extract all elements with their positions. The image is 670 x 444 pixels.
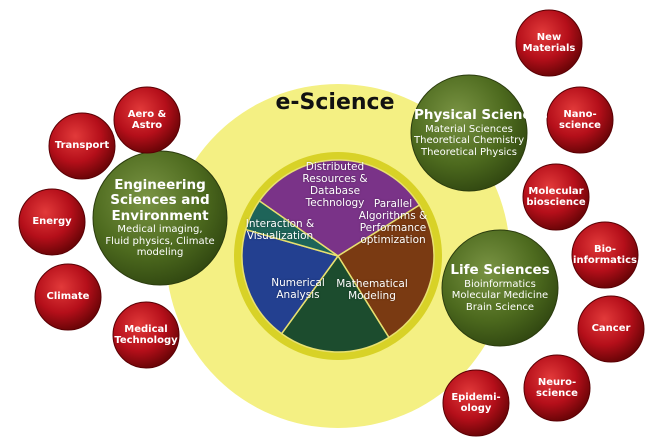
pie-slice-label-line: Parallel: [373, 198, 413, 210]
pie-slice-label-line: Resources &: [302, 173, 368, 186]
application-label-line: Climate: [46, 291, 90, 302]
application-circle: [577, 295, 645, 363]
domain-item: Material Sciences: [425, 123, 513, 135]
application-label-line: Neuro-: [537, 376, 577, 388]
pie-slice-label-line: Algorithms &: [358, 210, 428, 223]
pie-slice-label-line: Modeling: [348, 290, 396, 303]
application-label: Epidemi-ology: [439, 392, 513, 415]
application-label-line: Aero &: [127, 108, 167, 120]
domain-circle-physical: [410, 74, 528, 192]
domain-title: Life Sciences: [450, 262, 550, 278]
domain-title: Engineering: [114, 176, 206, 193]
application-label-line: bioscience: [526, 197, 586, 208]
application-label: Neuro-science: [520, 377, 594, 400]
application-circle: [48, 112, 116, 180]
application-circle: [112, 301, 180, 369]
domain-item: Theoretical Physics: [420, 146, 518, 158]
application-label-line: ology: [460, 403, 492, 414]
application-circle: [515, 9, 583, 77]
domain-item: Bioinformatics: [464, 278, 536, 290]
application-label-line: Bio-: [593, 243, 617, 255]
application-circle: [18, 188, 86, 256]
domain-item: Fluid physics, Climate: [105, 235, 215, 247]
application-label: Nano-science: [543, 109, 617, 132]
application-circle: [523, 354, 591, 422]
application-label-line: Transport: [54, 140, 110, 151]
domain-item: modeling: [136, 247, 184, 259]
application-label-line: Materials: [522, 43, 576, 54]
application-label-line: science: [559, 120, 601, 131]
pie-slice-label-line: Mathematical: [336, 278, 408, 290]
pie-slice: [244, 199, 339, 257]
application-circle: [442, 369, 510, 437]
application-circle: [34, 263, 102, 331]
application-circle: [546, 86, 614, 154]
domain-item: Theoretical Chemistry: [414, 135, 525, 147]
domain-item: Brain Science: [465, 301, 535, 313]
pie-slice-label-line: optimization: [360, 234, 426, 247]
application-circle: [571, 221, 639, 289]
application-label-line: Nano-: [563, 108, 597, 120]
pie-slice-label-line: Database: [309, 185, 361, 198]
pie-slice-label-line: Technology: [305, 197, 365, 210]
application-circle: [113, 86, 181, 154]
application-circle: [522, 163, 590, 231]
application-label-line: Medical: [124, 323, 168, 335]
pie-slice: [258, 159, 421, 257]
domain-circle-engineering: [92, 150, 228, 286]
application-label: Transport: [45, 140, 119, 152]
application-label-line: Technology: [114, 335, 178, 346]
domain-item: Medical imaging,: [117, 224, 203, 236]
diagram-title: e-Science: [275, 90, 395, 115]
domain-title: Environment: [111, 207, 209, 224]
application-label-line: science: [536, 388, 578, 399]
pie-slice-label-line: Distributed: [305, 161, 365, 173]
application-label-line: Energy: [32, 216, 72, 227]
domain-title: Sciences and: [110, 192, 210, 209]
domain-item: Molecular Medicine: [451, 290, 549, 302]
domain-title: Physical Sciences: [414, 107, 548, 123]
application-label-line: New: [536, 31, 562, 43]
application-label: Climate: [31, 291, 105, 303]
domain-circle-life: [441, 229, 559, 347]
pie-slice: [241, 228, 340, 335]
pie-slice-label-line: Analysis: [276, 289, 320, 302]
pie-slice-label-line: Numerical: [271, 277, 325, 289]
pie-slice-label: Interaction &Visualization: [230, 218, 330, 242]
pie-slice-label-line: Performance: [359, 222, 427, 235]
application-label-line: Molecular: [528, 185, 584, 197]
pie-slice: [336, 204, 435, 339]
application-label-line: informatics: [573, 255, 637, 266]
application-label-line: Astro: [131, 120, 163, 131]
application-label-line: Cancer: [591, 323, 631, 334]
application-label-line: Epidemi-: [451, 391, 501, 403]
application-label: Aero &Astro: [110, 109, 184, 132]
application-label: Cancer: [574, 323, 648, 335]
pie-slice-label-line: Interaction &: [245, 218, 315, 230]
application-label: Energy: [15, 216, 89, 228]
pie-slice-label-line: Visualization: [246, 230, 314, 243]
application-label: Bio-informatics: [568, 244, 642, 267]
pie-slice: [280, 254, 390, 353]
